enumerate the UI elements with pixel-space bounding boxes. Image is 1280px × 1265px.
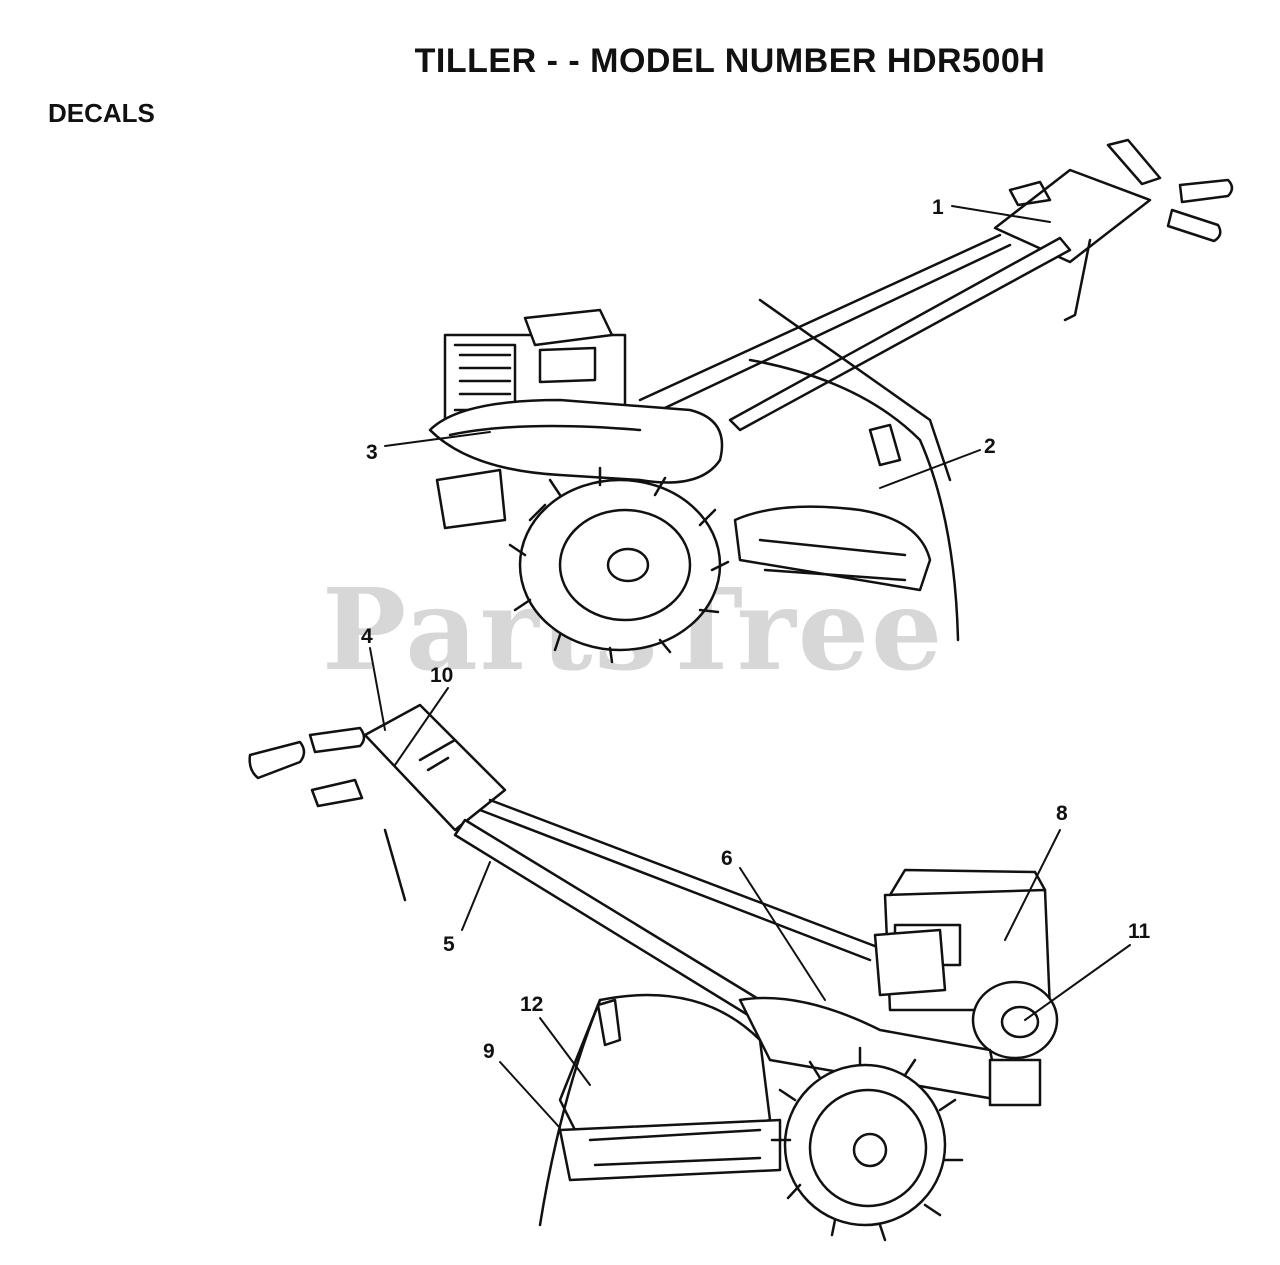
callout-2: 2: [984, 435, 996, 458]
lower-tiller-drawing: [248, 703, 1059, 1242]
callout-6: 6: [721, 847, 733, 870]
callout-8: 8: [1056, 802, 1068, 825]
callout-10: 10: [430, 664, 454, 687]
callout-3: 3: [366, 441, 378, 464]
callout-4: 4: [361, 625, 373, 648]
section-heading: DECALS: [48, 98, 155, 128]
callout-9: 9: [483, 1040, 495, 1063]
callout-5: 5: [443, 933, 455, 956]
callout-1: 1: [932, 196, 944, 219]
diagram-title: TILLER - - MODEL NUMBER HDR500H: [414, 42, 1046, 80]
callout-11: 11: [1128, 920, 1151, 943]
upper-tiller-drawing: [428, 138, 1234, 664]
callout-12: 12: [520, 993, 544, 1016]
leader-lines: [369, 205, 1131, 1129]
